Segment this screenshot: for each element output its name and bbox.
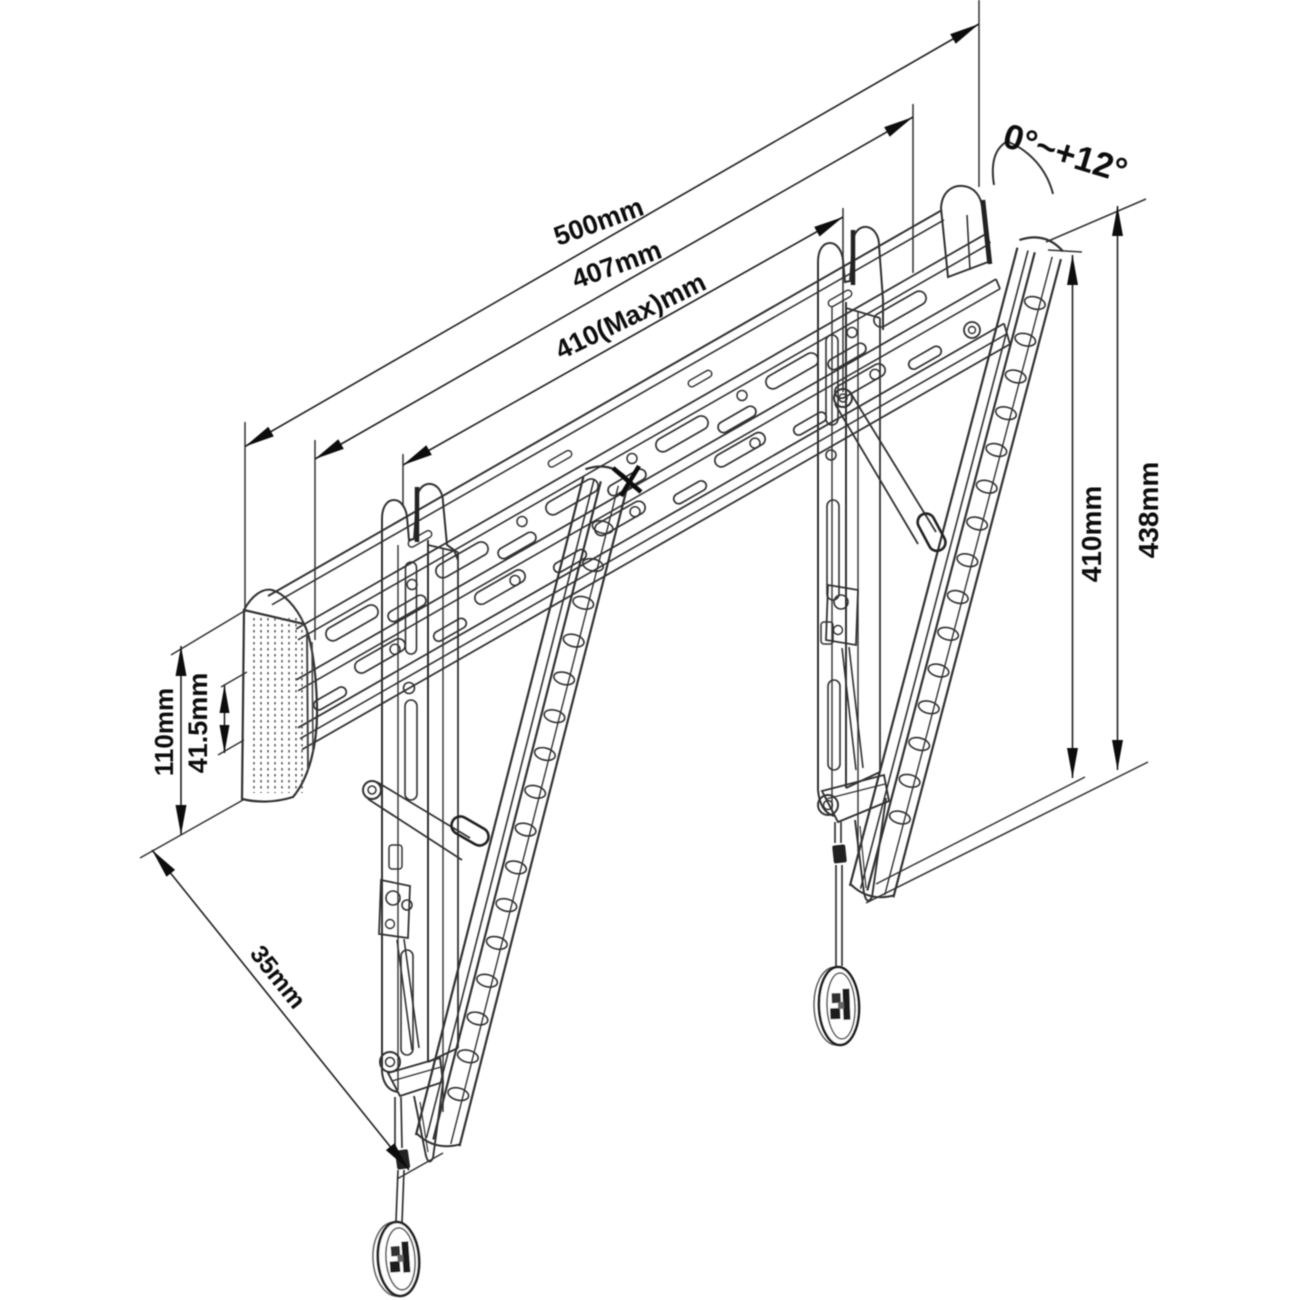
svg-text:110mm: 110mm (149, 688, 179, 776)
svg-text:438mm: 438mm (1133, 462, 1164, 559)
svg-text:41.5mm: 41.5mm (183, 673, 213, 774)
svg-text:410mm: 410mm (1076, 486, 1107, 583)
